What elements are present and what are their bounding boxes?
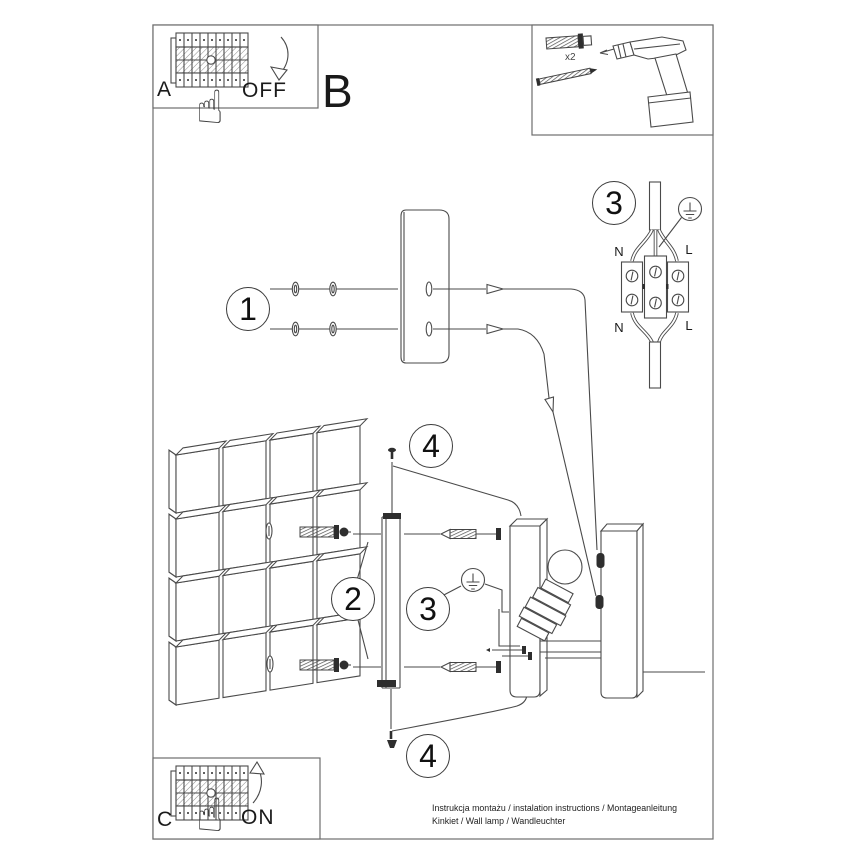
step-4-badge-bottom: 4 [406,734,450,778]
wall-plug-icon [545,33,593,50]
curved-arrow-down-icon [269,36,289,81]
power-cable [648,181,662,231]
lamp-assembly [486,517,705,699]
pointing-hand-icon: ☝ [196,80,225,134]
section-b-frame [152,24,714,840]
on-label: ON [241,806,275,829]
bulb-socket [516,578,574,642]
step-1-badge: 1 [226,287,270,331]
mounting-bracket [377,513,401,689]
mounting-plate [400,209,450,364]
bracket-screws [356,528,501,673]
screw-icon [535,67,598,86]
wall-bricks [168,417,369,707]
wire-label-n-top: N [614,244,624,259]
off-label: OFF [242,79,287,102]
wiring-diagram [620,181,703,389]
mounting-plate-step [270,209,598,597]
light-bulb [547,549,583,585]
cover-screw-bottom [387,689,528,748]
leader-arrow [486,283,506,295]
expansion-plugs [265,522,440,673]
keyhole-slot [596,553,605,568]
pointing-hand-icon: ☝ [196,788,225,842]
section-b-label: B [322,65,353,117]
curved-arrow-up-icon [249,760,266,804]
step-2-badge: 2 [331,577,375,621]
step-4-badge-top: 4 [409,424,453,468]
footer-line-1: Instrukcja montażu / instalation instruc… [432,803,677,813]
socket-bracket [498,609,520,647]
step-3-badge-ground: 3 [406,587,450,631]
cover-screw-top [388,447,522,517]
step-3-badge-wiring: 3 [592,181,636,225]
keyhole-slot [595,595,604,609]
section-c-label: C [157,808,173,831]
leader-arrow [544,396,555,414]
wire-label-l-bottom: L [685,318,693,333]
leader-arrow [486,323,506,335]
drill-icon [599,36,694,128]
ground-callout [439,567,509,613]
footer-line-2: Kinkiet / Wall lamp / Wandleuchter [432,816,566,826]
plug-qty-label: x2 [565,52,576,63]
section-a-label: A [157,78,172,101]
wire-label-n-bottom: N [614,320,624,335]
wire-label-l-top: L [685,242,693,257]
